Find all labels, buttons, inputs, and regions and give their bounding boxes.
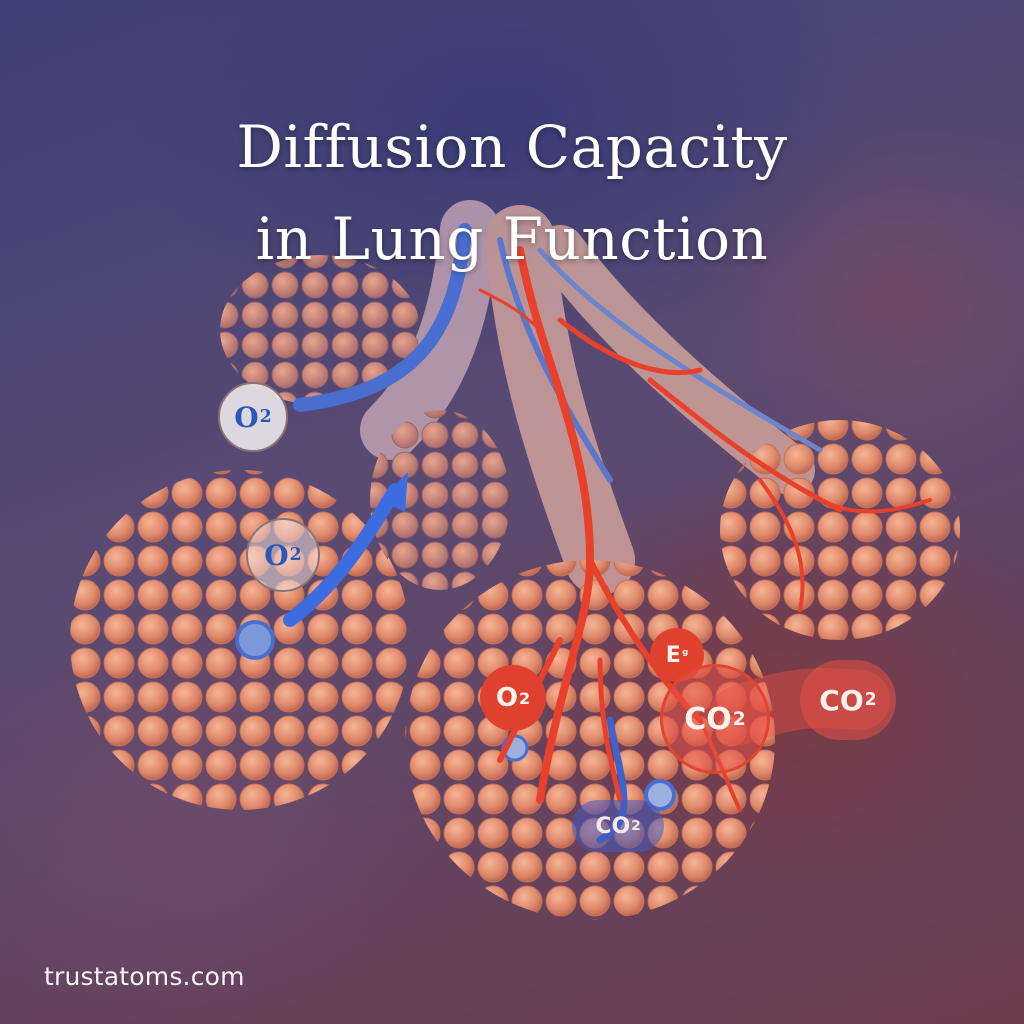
page-title: Diffusion Capacity in Lung Function [0, 101, 1024, 285]
o2-label-text: O [264, 538, 289, 572]
o2-label-subscript: 2 [259, 407, 272, 427]
alveoli-cluster-right [720, 420, 960, 640]
alveoli-cluster-mid [370, 410, 510, 590]
title-line-2: in Lung Function [255, 204, 769, 273]
o2-label-text: O [234, 400, 259, 434]
co2-label-text: CO [819, 683, 864, 717]
co2-label-subscript: 2 [631, 818, 641, 834]
o2-label-text: O [495, 683, 518, 713]
alveoli-cluster-upper-left [220, 255, 420, 405]
title-line-1: Diffusion Capacity [236, 112, 788, 181]
oxygen-flow-arrow [283, 472, 408, 627]
co2-label-subscript: 2 [864, 690, 877, 710]
co2-label-subscript: 2 [732, 708, 746, 730]
watermark: trustatoms.com [44, 962, 245, 991]
blue-vessels [235, 223, 823, 844]
garbled-label-text: E [665, 642, 681, 668]
co2-label-text: CO [595, 813, 631, 839]
garbled-label-subscript: ᵍ [681, 647, 689, 663]
co2-label-text: CO [684, 701, 732, 737]
o2-label-subscript: 2 [518, 688, 531, 708]
o2-label-subscript: 2 [289, 545, 302, 565]
